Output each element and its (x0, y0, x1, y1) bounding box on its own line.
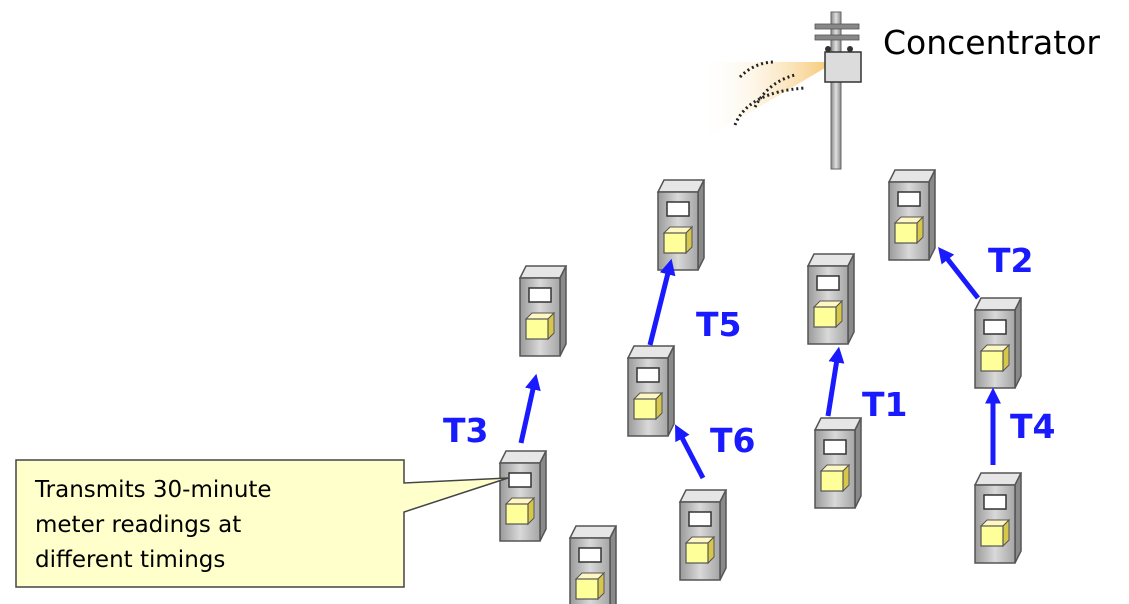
meter-top-center (657, 179, 705, 271)
callout-line-2: meter readings at (35, 512, 241, 538)
radio-wave-3 (733, 86, 806, 126)
meter-t1-source (814, 417, 862, 509)
crossarm-top (814, 23, 860, 30)
concentrator-box (824, 51, 862, 83)
arrow-t6 (675, 424, 706, 480)
meter-left-upper (519, 265, 567, 357)
radio-wave-2 (753, 73, 796, 108)
meter-t1-target (807, 253, 855, 345)
timing-label-t2: T2 (988, 241, 1033, 280)
callout-line-1: Transmits 30-minute (34, 477, 272, 503)
meter-t2-source (974, 297, 1022, 389)
meter-t2-target (888, 169, 936, 261)
timing-label-t4: T4 (1010, 407, 1055, 446)
arrow-t1 (825, 346, 845, 417)
insulator-left (825, 46, 831, 52)
meter-t4-source (974, 472, 1022, 564)
meter-bottom-center (679, 489, 727, 581)
radio-wave-1 (738, 60, 776, 79)
callout-line-3: different timings (35, 547, 225, 573)
meter-center-mid (627, 345, 675, 437)
meter-left-source (499, 450, 547, 542)
timing-label-t1: T1 (862, 385, 907, 424)
timing-label-t6: T6 (710, 421, 755, 460)
callout-shape (15, 459, 509, 588)
radio-glow (700, 62, 835, 142)
concentrator: Concentrator (700, 11, 1100, 170)
utility-pole (830, 11, 842, 170)
arrow-t2 (938, 246, 980, 300)
concentrator-label: Concentrator (883, 23, 1100, 62)
meter-bottom-left (569, 525, 617, 604)
timing-label-t5: T5 (696, 305, 741, 344)
callout: Transmits 30-minute meter readings at di… (15, 459, 509, 588)
insulator-right (847, 46, 853, 52)
timing-label-t3: T3 (443, 411, 488, 450)
arrow-t5 (647, 258, 676, 346)
crossarm-bottom (814, 34, 860, 41)
arrow-t3 (518, 373, 541, 444)
